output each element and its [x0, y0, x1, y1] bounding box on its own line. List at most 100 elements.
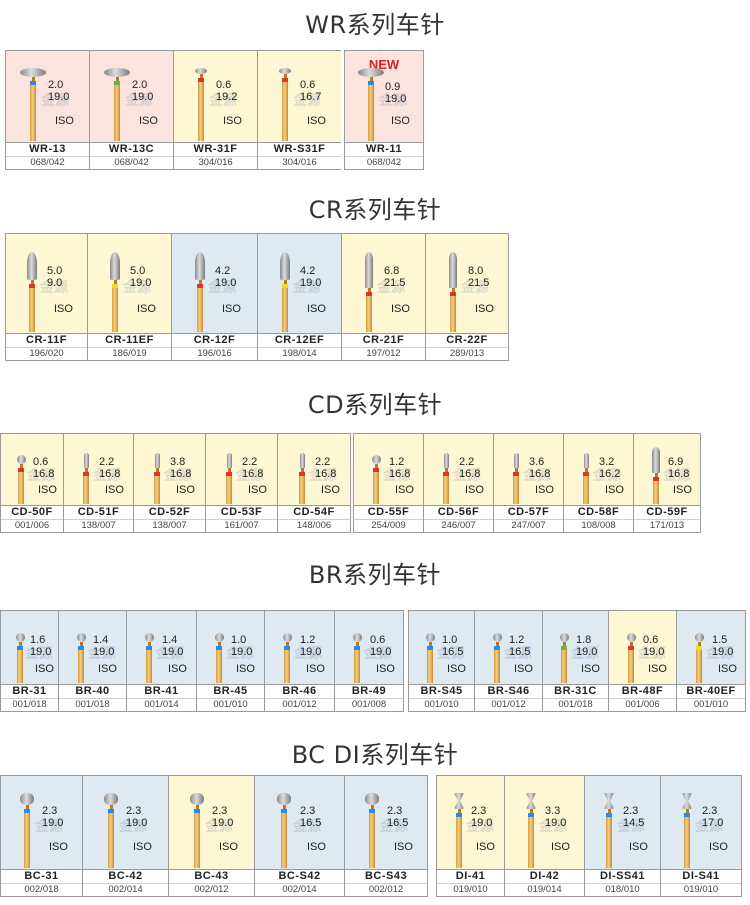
iso-label: ISO — [718, 663, 737, 675]
watermark: 金源 — [294, 645, 322, 661]
iso-label: ISO — [133, 841, 152, 853]
product-name: BR-40EF — [677, 684, 745, 698]
iso-label: ISO — [391, 115, 410, 127]
watermark: 金源 — [35, 818, 63, 834]
color-band — [18, 468, 24, 472]
bur-head-icon — [352, 633, 362, 642]
total-length: 19.0 — [300, 646, 322, 658]
section-title: BC DI系列车针 — [291, 741, 459, 769]
bur-neck — [195, 805, 199, 810]
head-diameter: 2.2 — [459, 456, 475, 468]
bur-head-icon — [277, 793, 291, 805]
product-name: DI-41 — [437, 869, 504, 883]
section-title: WR系列车针 — [305, 11, 445, 39]
bur-head-icon — [365, 252, 373, 288]
iso-code: 002/014 — [83, 883, 168, 896]
color-band — [198, 78, 204, 82]
head-diameter: 3.6 — [529, 456, 545, 468]
color-band — [456, 813, 462, 817]
head-diameter: 2.3 — [126, 805, 142, 817]
bur-neck — [355, 642, 359, 647]
iso-code: 001/012 — [475, 698, 542, 711]
iso-code: 068/042 — [90, 156, 173, 169]
color-band — [197, 284, 203, 288]
bur-head-icon — [365, 793, 379, 805]
bur-shank — [696, 650, 702, 683]
bur-head-icon — [226, 453, 232, 468]
head-diameter: 0.6 — [33, 456, 49, 468]
bur-shank — [114, 85, 120, 141]
bur-shank — [112, 288, 118, 332]
bur-shank — [108, 813, 114, 868]
total-length: 19.0 — [370, 646, 392, 658]
watermark: 金源 — [380, 818, 408, 834]
iso-label: ISO — [55, 115, 74, 127]
iso-label: ISO — [605, 484, 624, 496]
bur-neck — [115, 77, 119, 82]
bur-neck — [31, 77, 35, 82]
bur-neck — [199, 74, 203, 79]
total-length: 16.5 — [387, 817, 409, 829]
total-length: 19.0 — [48, 91, 70, 103]
product-name: BC-43 — [169, 869, 254, 883]
iso-label: ISO — [475, 303, 494, 315]
iso-label: ISO — [219, 841, 238, 853]
watermark: 金源 — [41, 92, 69, 108]
product-name: DI-42 — [505, 869, 584, 883]
bur-neck — [629, 642, 633, 647]
bur-neck — [198, 280, 202, 285]
product-name: BC-31 — [1, 869, 82, 883]
product-name: DI-S41 — [661, 869, 741, 883]
product-name: BC-42 — [83, 869, 168, 883]
watermark: 金源 — [383, 467, 411, 483]
head-diameter: 0.9 — [385, 81, 401, 93]
